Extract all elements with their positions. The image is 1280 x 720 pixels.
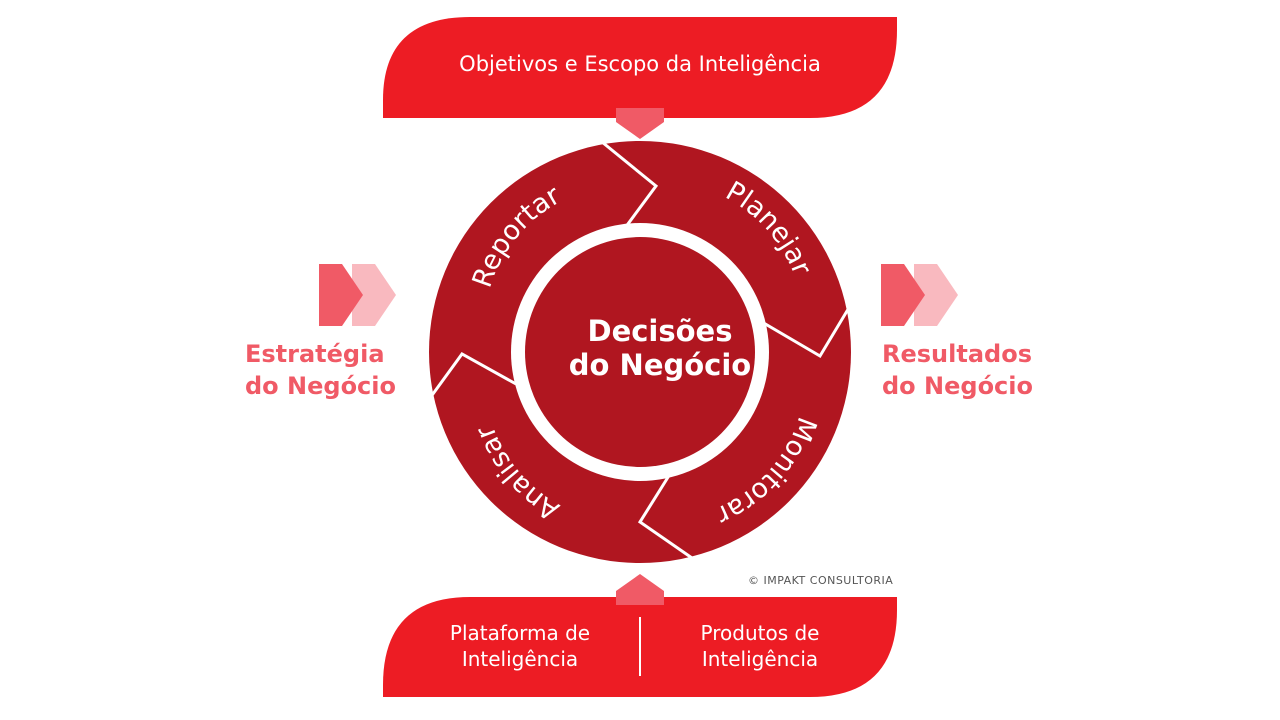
- side-left-line1: Estratégia: [245, 340, 385, 368]
- side-left-label: Estratégia do Negócio: [245, 338, 396, 402]
- copyright-notice: © IMPAKT CONSULTORIA: [748, 574, 894, 587]
- center-title-line1: Decisões: [587, 314, 733, 348]
- bottom-banner-right-label: Produtos de Inteligência: [700, 621, 820, 671]
- center-title-line2: do Negócio: [568, 348, 752, 382]
- side-right-line1: Resultados: [882, 340, 1032, 368]
- center-title: Decisões do Negócio: [530, 314, 790, 382]
- right-chevrons: [881, 264, 958, 326]
- side-right-label: Resultados do Negócio: [882, 338, 1033, 402]
- top-banner-title: Objetivos e Escopo da Inteligência: [459, 52, 821, 76]
- bottom-connector-arrow: [616, 574, 664, 605]
- bottom-banner-left-label: Plataforma de Inteligência: [449, 621, 591, 671]
- top-banner: [383, 17, 897, 118]
- left-chevrons: [319, 264, 396, 326]
- top-connector-arrow: [616, 108, 664, 139]
- side-left-line2: do Negócio: [245, 372, 396, 400]
- center-disc: [525, 237, 755, 467]
- ring-separators: [428, 140, 852, 560]
- side-right-line2: do Negócio: [882, 372, 1033, 400]
